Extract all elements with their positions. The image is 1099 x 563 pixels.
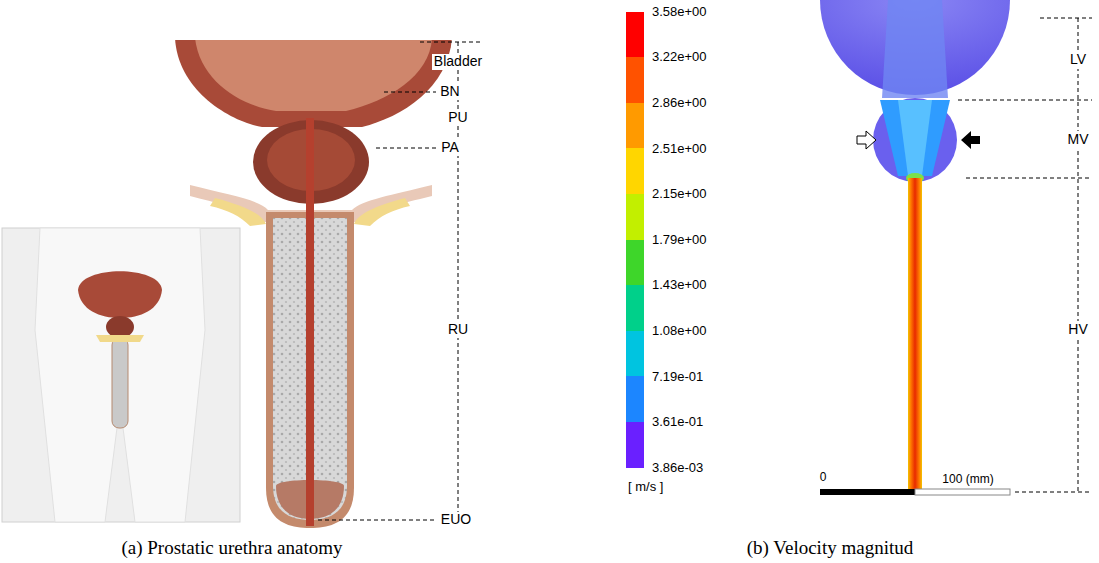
- fat-tissue: [210, 198, 266, 226]
- colorbar: [626, 12, 644, 468]
- high-velocity-tube: [908, 178, 922, 490]
- scale-bar: [820, 489, 915, 495]
- inset-penis: [112, 338, 128, 428]
- scale-bar: [915, 489, 1010, 495]
- colorbar-tick: 2.51e+00: [652, 142, 707, 156]
- scale-label: 0: [820, 471, 827, 484]
- inset-pelvic-floor: [96, 335, 144, 342]
- colorbar-tick: 3.86e-03: [652, 461, 703, 475]
- inset-prostate: [106, 316, 134, 338]
- bladder-wall: [175, 38, 452, 127]
- caption: (a) Prostatic urethra anatomy: [121, 538, 342, 559]
- middle-volume: [873, 98, 957, 182]
- caption: (b) Velocity magnitud: [747, 538, 913, 559]
- colorbar-tick: 3.22e+00: [652, 50, 707, 64]
- colorbar-tick: 1.08e+00: [652, 324, 707, 338]
- fat-tissue: [354, 198, 410, 226]
- anatomy-label: BN: [438, 84, 461, 99]
- inset-bladder: [78, 271, 162, 318]
- inset-panel: [2, 228, 240, 522]
- colorbar-tick: 7.19e-01: [652, 370, 703, 384]
- anatomy-label: PA: [439, 140, 461, 155]
- scale-label: 100 (mm): [942, 473, 993, 486]
- hollow-arrow: [857, 131, 876, 149]
- colorbar-tick: 1.79e+00: [652, 233, 707, 247]
- filled-arrow: [961, 131, 980, 149]
- bladder-lumen: [195, 38, 432, 111]
- colorbar-tick: 2.15e+00: [652, 187, 707, 201]
- colorbar-tick: 3.61e-01: [652, 415, 703, 429]
- colorbar-tick: 2.86e+00: [652, 96, 707, 110]
- anatomy-label: RU: [446, 322, 470, 337]
- region-label: HV: [1066, 321, 1089, 338]
- anatomy-label: Bladder: [432, 54, 484, 69]
- anatomy-label: EUO: [439, 512, 473, 527]
- unit-label: [ m/s ]: [628, 480, 663, 494]
- urethra: [306, 118, 314, 526]
- colorbar-tick: 3.58e+00: [652, 5, 707, 19]
- body-silhouette: [35, 228, 205, 522]
- region-label: LV: [1068, 51, 1088, 68]
- colorbar-tick: 1.43e+00: [652, 278, 707, 292]
- region-label: MV: [1066, 131, 1091, 148]
- anatomy-label: PU: [446, 110, 469, 125]
